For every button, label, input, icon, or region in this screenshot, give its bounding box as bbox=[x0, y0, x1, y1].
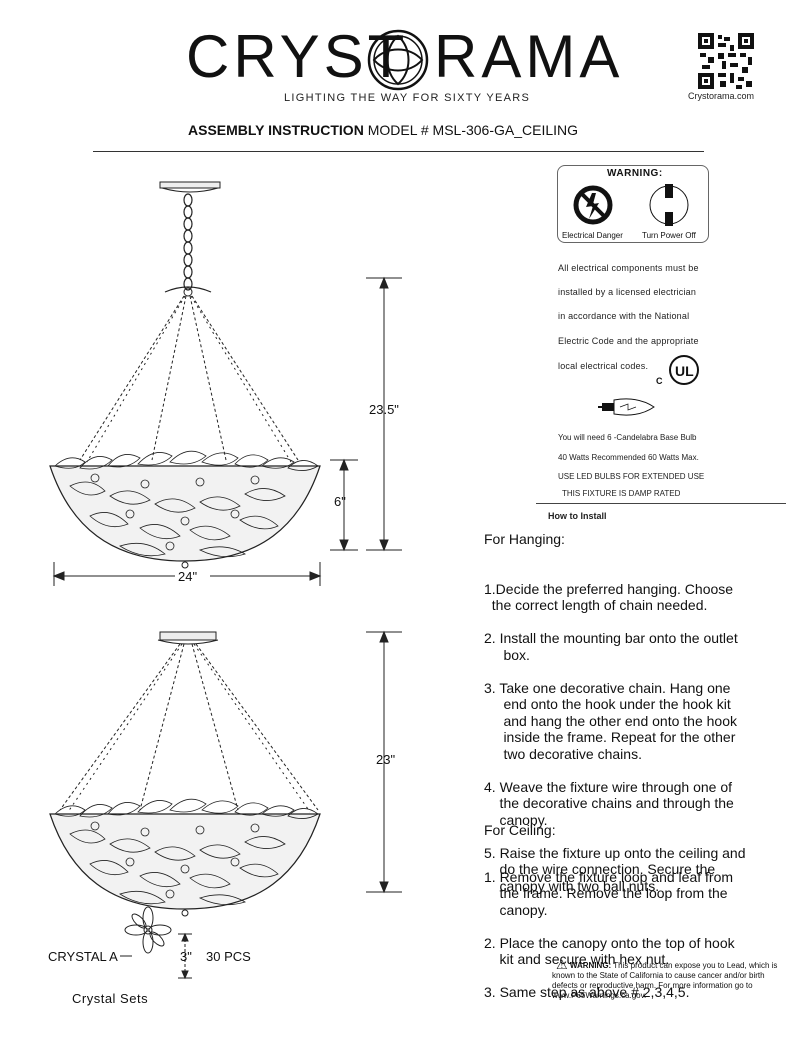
qr-code-icon bbox=[698, 33, 754, 89]
document-title: ASSEMBLY INSTRUCTION MODEL # MSL-306-GA_… bbox=[188, 122, 578, 138]
turn-power-off-icon bbox=[649, 184, 689, 226]
how-to-install-heading: How to Install bbox=[548, 511, 607, 521]
dimension-ceiling-height: 23" bbox=[376, 752, 396, 767]
warning-line-1: All electrical components must be bbox=[558, 263, 699, 273]
fixture-illustrations bbox=[49, 181, 402, 980]
title-bold: ASSEMBLY INSTRUCTION bbox=[188, 122, 364, 138]
spec-damp-rated: THIS FIXTURE IS DAMP RATED bbox=[562, 489, 681, 498]
p65-warning-text: This product can expose you to Lead, whi… bbox=[552, 961, 778, 1000]
warning-line-2: installed by a licensed electrician bbox=[558, 287, 697, 297]
ceiling-steps: 1. Remove the fixture loop and leaf from… bbox=[484, 852, 735, 1017]
dimension-width: 24" bbox=[178, 569, 198, 584]
crystal-quantity: 30 PCS bbox=[206, 949, 251, 964]
spec-led: USE LED BULBS FOR EXTENDED USE bbox=[558, 472, 705, 481]
ceiling-heading: For Ceiling: bbox=[484, 822, 556, 838]
crystal-sets-label: Crystal Sets bbox=[72, 991, 149, 1006]
header-divider bbox=[93, 151, 704, 152]
brand-logo: CRYST RAMA bbox=[186, 23, 619, 91]
dimension-bowl-height: 6" bbox=[334, 494, 346, 509]
brand-name-left: CRYST bbox=[186, 23, 409, 90]
title-model: MODEL # MSL-306-GA_CEILING bbox=[363, 122, 579, 138]
ceiling-step-1: 1. Remove the fixture loop and leaf from… bbox=[484, 868, 734, 918]
p65-warning: ⚠ WARNING: This product can expose you t… bbox=[552, 957, 782, 1001]
hanging-step-3: 3. Take one decorative chain. Hang one e… bbox=[484, 679, 737, 762]
dimension-hanging-height: 23.5" bbox=[369, 402, 399, 417]
how-to-divider bbox=[536, 503, 786, 504]
crystal-label: CRYSTAL A bbox=[48, 949, 118, 964]
svg-text:C: C bbox=[656, 376, 663, 386]
hanging-step-4: 4. Weave the fixture wire through one of… bbox=[484, 778, 734, 828]
electrical-danger-label: Electrical Danger bbox=[562, 231, 623, 240]
spec-wattage: 40 Watts Recommended 60 Watts Max. bbox=[558, 453, 699, 462]
hanging-step-1: 1.Decide the preferred hanging. Choose t… bbox=[484, 580, 734, 614]
crystorama-flower-icon bbox=[367, 29, 429, 91]
website-url: Crystorama.com bbox=[688, 91, 755, 101]
warning-line-4: Electric Code and the appropriate bbox=[558, 336, 699, 346]
svg-text:UL: UL bbox=[675, 363, 694, 379]
brand-name-right: RAMA bbox=[434, 23, 624, 90]
hanging-steps: 1.Decide the preferred hanging. Choose t… bbox=[484, 564, 746, 911]
spec-bulb-type: You will need 6 -Candelabra Base Bulb bbox=[558, 433, 697, 442]
brand-tagline: LIGHTING THE WAY FOR SIXTY YEARS bbox=[284, 92, 531, 104]
warning-triangle-icon: ⚠ bbox=[556, 957, 568, 972]
p65-warning-bold: WARNING: bbox=[569, 961, 612, 970]
hanging-step-2: 2. Install the mounting bar onto the out… bbox=[484, 630, 738, 663]
crystal-size: 3" bbox=[180, 949, 192, 964]
hanging-heading: For Hanging: bbox=[484, 531, 565, 547]
ceiling-step-2: 2. Place the canopy onto the top of hook… bbox=[484, 934, 735, 968]
warning-box bbox=[557, 165, 709, 243]
warning-title: WARNING: bbox=[607, 168, 663, 179]
ceiling-step-3: 3. Same step as above # 2,3,4,5. bbox=[484, 984, 690, 1000]
ul-certification-icon: UL C bbox=[656, 355, 699, 386]
warning-line-5: local electrical codes. bbox=[558, 361, 649, 371]
hanging-step-5: 5. Raise the fixture up onto the ceiling… bbox=[484, 844, 746, 894]
turn-power-off-label: Turn Power Off bbox=[642, 231, 696, 240]
candelabra-bulb-icon bbox=[598, 398, 655, 416]
electrical-danger-icon bbox=[573, 185, 613, 225]
warning-line-3: in accordance with the National bbox=[558, 311, 690, 321]
